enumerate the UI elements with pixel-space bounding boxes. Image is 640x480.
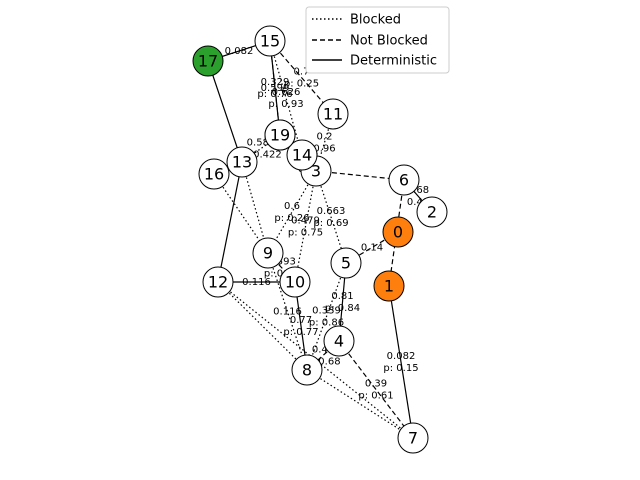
edge-6-1 <box>388 179 405 287</box>
node-label-6: 6 <box>399 171 409 190</box>
node-12[interactable]: 12 <box>202 266 234 298</box>
node-label-0: 0 <box>393 223 403 242</box>
legend-deterministic-label: Deterministic <box>350 54 437 69</box>
node-circle-14[interactable] <box>286 139 318 171</box>
node-circle-13[interactable] <box>226 146 258 178</box>
node-label-14: 14 <box>292 146 312 165</box>
node-circle-10[interactable] <box>279 266 311 298</box>
legend: Blocked Not Blocked Deterministic <box>305 6 450 74</box>
node-9[interactable]: 9 <box>252 237 284 269</box>
node-15[interactable]: 15 <box>254 25 286 57</box>
edge-9-8 <box>267 252 308 371</box>
node-14[interactable]: 14 <box>286 139 318 171</box>
edge-label-15-19: 0.599 <box>261 83 290 94</box>
node-1[interactable]: 1 <box>373 270 405 302</box>
node-label-1: 1 <box>384 277 394 296</box>
edge-label-0-5: 0.14 <box>361 243 383 254</box>
node-label-2: 2 <box>427 203 437 222</box>
edge-15-11 <box>269 40 334 115</box>
node-circle-4[interactable] <box>323 325 355 357</box>
legend-not-blocked-label: Not Blocked <box>350 34 428 49</box>
node-circle-0[interactable] <box>382 216 414 248</box>
node-circle-2[interactable] <box>416 196 448 228</box>
node-circle-12[interactable] <box>202 266 234 298</box>
node-2[interactable]: 2 <box>416 196 448 228</box>
node-11[interactable]: 11 <box>317 98 349 130</box>
edge-3-10 <box>294 170 317 283</box>
node-circle-6[interactable] <box>388 164 420 196</box>
edge-label-15-17: 0.082 <box>225 46 254 57</box>
node-6[interactable]: 6 <box>388 164 420 196</box>
nodes-layer: 012345678910111213141516171819 <box>192 25 448 454</box>
legend-box <box>305 6 450 74</box>
node-circle-7[interactable] <box>397 422 429 454</box>
node-label-3: 3 <box>311 162 321 181</box>
node-label-10: 10 <box>285 273 305 292</box>
edge-label-12-10: 0.116 <box>242 277 271 288</box>
node-circle-5[interactable] <box>330 247 362 279</box>
node-8[interactable]: 8 <box>291 354 323 386</box>
node-label-7: 7 <box>408 429 418 448</box>
node-label-8: 8 <box>302 361 312 380</box>
node-label-13: 13 <box>232 153 252 172</box>
edge-8-7 <box>306 369 414 439</box>
edge-13-12 <box>217 161 243 283</box>
node-5[interactable]: 5 <box>330 247 362 279</box>
edge-label-9-8: 0.116 <box>273 307 302 318</box>
node-0[interactable]: 0 <box>382 216 414 248</box>
node-label-11: 11 <box>323 105 343 124</box>
node-10[interactable]: 10 <box>279 266 311 298</box>
node-circle-19[interactable] <box>264 119 296 151</box>
node-label-12: 12 <box>208 273 228 292</box>
node-label-5: 5 <box>341 254 351 273</box>
node-label-16: 16 <box>204 165 224 184</box>
edge-1-7 <box>388 285 414 439</box>
node-circle-1[interactable] <box>373 270 405 302</box>
node-4[interactable]: 4 <box>323 325 355 357</box>
node-label-19: 19 <box>270 126 290 145</box>
node-17[interactable]: 17 <box>192 45 224 77</box>
edge-3-5 <box>315 170 347 264</box>
node-7[interactable]: 7 <box>397 422 429 454</box>
node-label-4: 4 <box>334 332 344 351</box>
node-label-17: 17 <box>198 52 218 71</box>
node-13[interactable]: 13 <box>226 146 258 178</box>
node-16[interactable]: 16 <box>198 158 230 190</box>
node-label-15: 15 <box>260 32 280 51</box>
node-circle-9[interactable] <box>252 237 284 269</box>
edge-5-8 <box>306 262 347 371</box>
node-circle-11[interactable] <box>317 98 349 130</box>
edge-4-7 <box>338 340 414 439</box>
node-circle-15[interactable] <box>254 25 286 57</box>
edge-15-18 <box>269 40 281 136</box>
edge-12-8 <box>217 281 308 371</box>
node-circle-8[interactable] <box>291 354 323 386</box>
legend-blocked-label: Blocked <box>350 13 401 28</box>
edge-17-13 <box>207 60 243 163</box>
node-label-9: 9 <box>263 244 273 263</box>
node-19[interactable]: 19 <box>264 119 296 151</box>
node-circle-16[interactable] <box>198 158 230 190</box>
node-circle-17[interactable] <box>192 45 224 77</box>
